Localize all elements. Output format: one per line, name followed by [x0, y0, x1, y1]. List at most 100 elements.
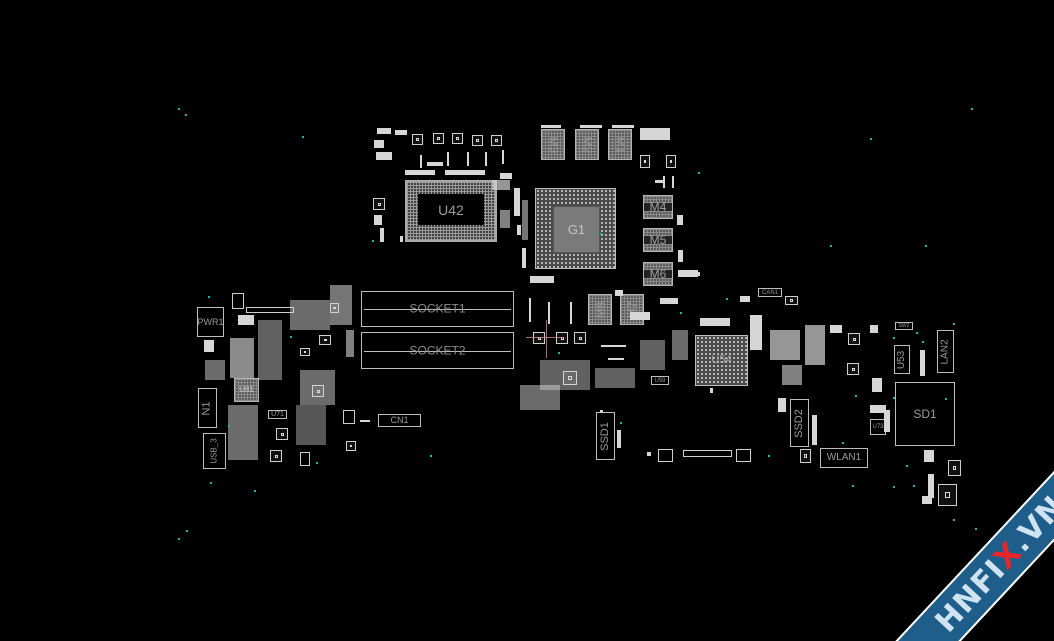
passive	[870, 405, 886, 413]
passive	[374, 140, 384, 148]
passive	[870, 325, 878, 333]
passive	[517, 225, 521, 235]
socket1-label: SOCKET1	[409, 301, 466, 316]
mosfet[interactable]	[491, 135, 502, 146]
ic-u71[interactable]: U71	[268, 410, 287, 419]
mosfet[interactable]	[800, 449, 811, 463]
passive	[750, 315, 762, 350]
passive	[677, 215, 683, 225]
via	[925, 245, 927, 247]
passive	[500, 210, 510, 228]
connector-bottom-left[interactable]	[658, 449, 673, 462]
mosfet[interactable]	[533, 332, 545, 344]
passive	[884, 410, 890, 432]
via	[372, 240, 374, 242]
via	[893, 486, 895, 488]
memory-m2[interactable]: M2	[575, 129, 599, 160]
wlan1-label: WLAN1	[826, 452, 862, 463]
ic-u53[interactable]: U53	[894, 345, 910, 374]
mosfet[interactable]	[848, 333, 860, 345]
connector-ssd2[interactable]: SSD2	[790, 399, 809, 447]
cpu-u42[interactable]: U42	[405, 180, 497, 242]
passive	[522, 248, 526, 268]
ic-u59[interactable]: U59	[651, 376, 669, 385]
mosfet[interactable]	[640, 155, 650, 168]
mosfet[interactable]	[666, 155, 676, 168]
passive	[770, 330, 800, 360]
via	[185, 114, 187, 116]
connector-can1[interactable]: CAN1	[758, 288, 782, 297]
passive	[330, 285, 352, 325]
connector-ssd1[interactable]: SSD1	[596, 412, 615, 460]
passive	[678, 250, 683, 262]
passive	[492, 180, 510, 190]
passive	[688, 272, 700, 276]
mosfet[interactable]	[412, 134, 423, 145]
mosfet[interactable]	[319, 335, 331, 345]
gpu-g1[interactable]: G1	[535, 188, 616, 269]
memory-m4-label: M4	[644, 201, 672, 213]
connector-cn1[interactable]: CN1	[378, 414, 421, 427]
passive	[548, 302, 550, 324]
pch-u54[interactable]: U54	[695, 335, 748, 386]
mosfet[interactable]	[785, 296, 798, 305]
passive	[580, 125, 602, 128]
passive	[872, 378, 882, 392]
passive	[445, 170, 485, 175]
via	[208, 296, 210, 298]
mosfet[interactable]	[373, 198, 385, 210]
via	[971, 108, 973, 110]
mosfet[interactable]	[300, 348, 310, 356]
connector-sd1[interactable]: SD1	[895, 382, 955, 446]
connector-top-wide[interactable]	[246, 307, 294, 313]
ssd2-label: SSD2	[793, 408, 805, 438]
connector-bottom-right[interactable]	[736, 449, 751, 462]
passive	[420, 155, 422, 168]
mosfet[interactable]	[472, 135, 483, 146]
connector-pwr1[interactable]: PWR1	[197, 307, 224, 337]
passive	[374, 215, 382, 225]
crosshair-vertical	[546, 320, 547, 358]
mosfet[interactable]	[276, 428, 288, 440]
mosfet[interactable]	[938, 484, 957, 506]
passive	[380, 228, 384, 242]
via	[906, 465, 908, 467]
connector-lan2[interactable]: LAN2	[937, 330, 954, 373]
memory-m6[interactable]: M6	[643, 262, 673, 286]
connector-usb3[interactable]: USB_3	[203, 433, 226, 469]
passive	[655, 180, 663, 183]
mosfet[interactable]	[452, 133, 463, 144]
mosfet[interactable]	[270, 450, 282, 462]
mosfet[interactable]	[847, 363, 859, 375]
cpu-label: U42	[418, 193, 484, 226]
mosfet[interactable]	[948, 460, 961, 476]
memory-m5[interactable]: M5	[643, 228, 673, 252]
memory-m3[interactable]: M3	[541, 129, 565, 160]
via	[178, 108, 180, 110]
memory-m1[interactable]: M1	[608, 129, 632, 160]
cn1-label: CN1	[390, 415, 409, 425]
socket1[interactable]: SOCKET1	[361, 291, 514, 327]
memory-m4[interactable]: M4	[643, 195, 673, 219]
mosfet[interactable]	[563, 371, 577, 385]
connector-bottom-long[interactable]	[683, 450, 732, 457]
socket2[interactable]: SOCKET2	[361, 332, 514, 369]
mosfet[interactable]	[433, 133, 444, 144]
can1-label: CAN1	[761, 289, 778, 296]
n1-label: N1	[201, 400, 213, 416]
passive	[612, 125, 634, 128]
memory-m7[interactable]: M7	[620, 294, 644, 325]
switch-sw2[interactable]: SW2	[895, 322, 913, 330]
passive	[601, 345, 626, 347]
memory-m8[interactable]: M8	[588, 294, 612, 325]
mosfet[interactable]	[346, 441, 356, 451]
mosfet[interactable]	[574, 332, 586, 344]
mosfet[interactable]	[556, 332, 568, 344]
ic-u81[interactable]: U81	[234, 378, 259, 402]
connector-n1[interactable]: N1	[198, 388, 217, 428]
via	[316, 462, 318, 464]
connector-wlan1[interactable]: WLAN1	[820, 448, 868, 468]
via	[290, 336, 292, 338]
via	[178, 538, 180, 540]
